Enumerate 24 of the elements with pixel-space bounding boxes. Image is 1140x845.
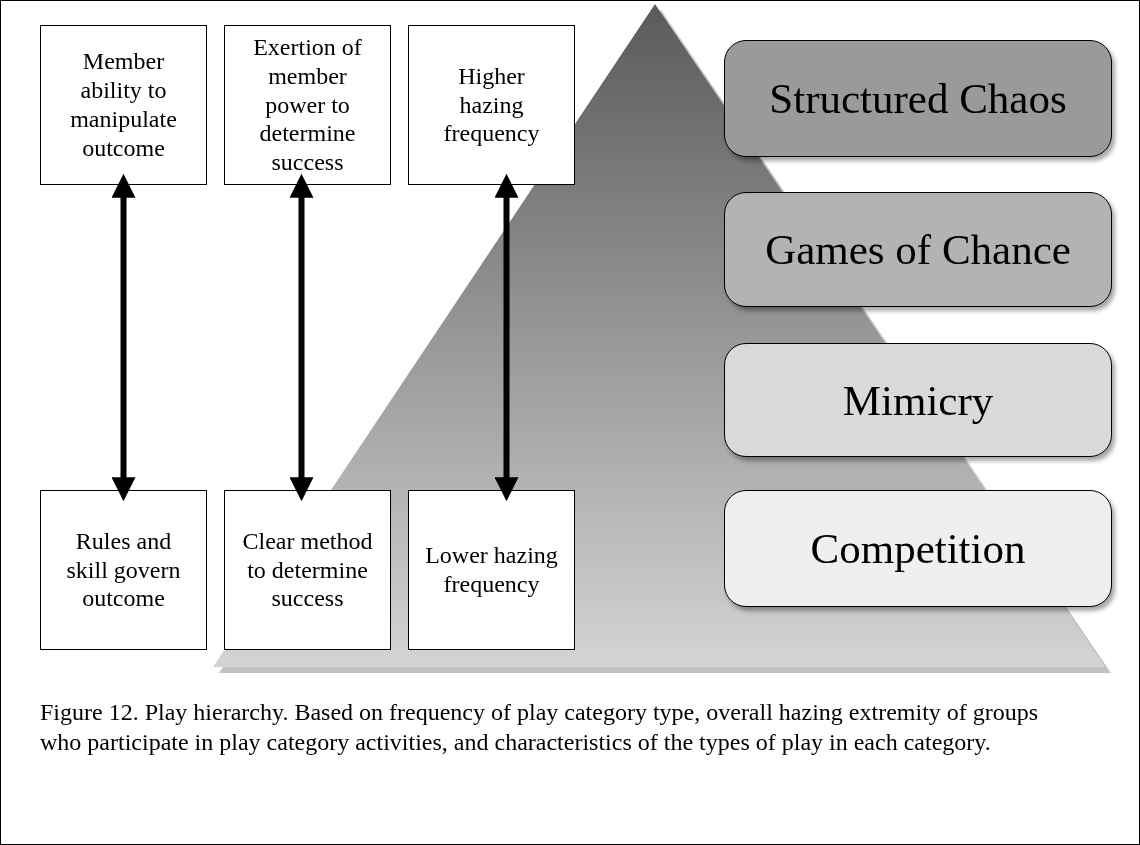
double-arrow bbox=[494, 173, 519, 502]
text-box bbox=[40, 25, 207, 185]
node-label: Member ability to manipulate outcome bbox=[69, 47, 178, 163]
category-box bbox=[724, 192, 1112, 307]
text-box bbox=[408, 490, 575, 650]
category-box bbox=[724, 40, 1112, 157]
text-box bbox=[408, 25, 575, 185]
double-arrow bbox=[111, 173, 136, 502]
text-box bbox=[40, 490, 207, 650]
node-label: Structured Chaos bbox=[769, 74, 1067, 123]
text-box bbox=[224, 25, 391, 185]
node-label: Games of Chance bbox=[765, 225, 1071, 274]
node-label: Rules and skill govern outcome bbox=[65, 526, 182, 614]
category-box bbox=[724, 490, 1112, 607]
double-arrow bbox=[289, 173, 314, 502]
node-label: Lower hazing frequency bbox=[425, 541, 558, 599]
node-label: Exertion of member power to determine success bbox=[252, 33, 363, 177]
node-label: Competition bbox=[810, 524, 1026, 573]
node-label: Mimicry bbox=[842, 375, 994, 425]
figure-caption: Figure 12. Play hierarchy. Based on frequency of play category type, overall hazing extremity of groups who participate in play category activities, and characteristics of the types of play in each category. bbox=[40, 698, 1040, 757]
node-label: Higher hazing frequency bbox=[442, 61, 541, 149]
category-box bbox=[724, 343, 1112, 457]
text-box bbox=[224, 490, 391, 650]
node-label: Clear method to determine success bbox=[241, 526, 374, 614]
